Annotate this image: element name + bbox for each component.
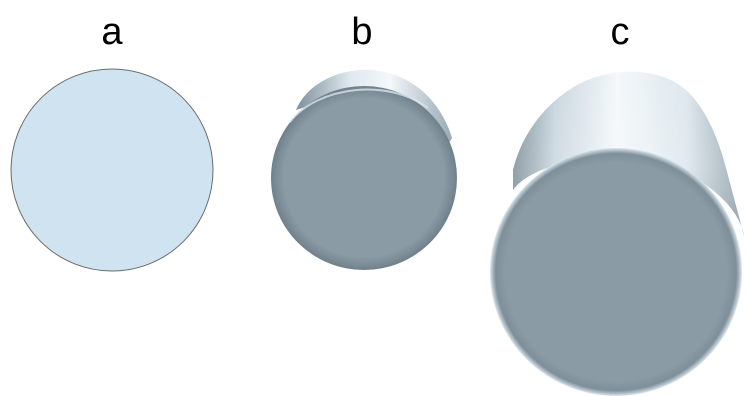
long-cylinder-face — [490, 148, 742, 396]
flat-disc — [10, 68, 214, 272]
panel-c: c — [490, 11, 744, 396]
panel-b-label: b — [351, 11, 372, 53]
panel-c-label: c — [611, 11, 630, 53]
short-cylinder-face — [271, 86, 457, 270]
panel-a: a — [10, 11, 214, 272]
short-cylinder-side — [296, 69, 452, 145]
short-cylinder-rim-highlight — [289, 88, 429, 123]
panel-b: b — [271, 11, 457, 270]
panel-a-label: a — [101, 11, 123, 53]
